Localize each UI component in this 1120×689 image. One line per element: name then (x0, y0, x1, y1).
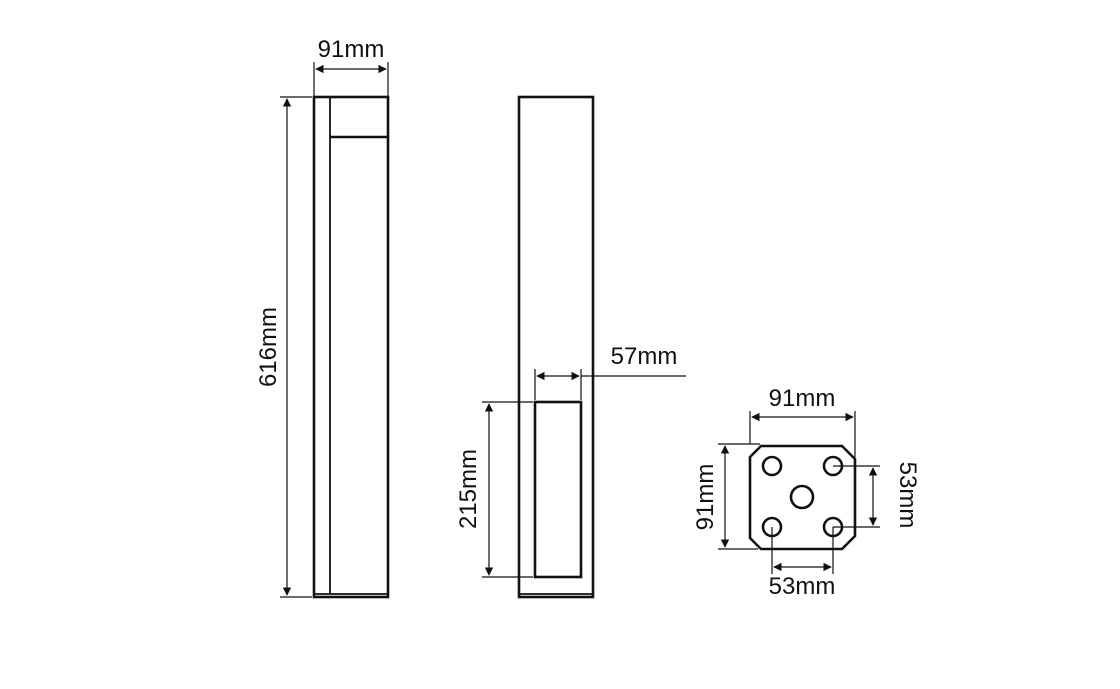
side-view-body (312, 95, 390, 599)
window-width-label: 57mm (611, 343, 678, 370)
base-plate-outline (748, 444, 857, 551)
side-width-label: 91mm (318, 36, 385, 63)
base-plate-view: 91mm 91mm 53mm 53mm (692, 385, 921, 600)
base-width-dimension: 91mm (749, 385, 856, 457)
base-width-label: 91mm (769, 385, 836, 412)
base-depth-label: 91mm (692, 464, 719, 531)
mount-hole-top-left (761, 455, 783, 477)
front-view-window (533, 400, 583, 579)
window-height-label: 215mm (455, 449, 482, 529)
center-cable-hole (789, 484, 815, 510)
front-view-body (517, 95, 595, 599)
hole-vertical-spacing-label: 53mm (894, 462, 921, 529)
base-depth-dimension: 91mm (692, 443, 760, 550)
side-width-dimension: 91mm (313, 36, 389, 96)
hole-vertical-spacing-dimension: 53mm (833, 462, 921, 529)
window-height-dimension: 215mm (455, 401, 533, 578)
window-width-dimension: 57mm (534, 343, 686, 400)
total-height-dimension: 616mm (255, 96, 312, 598)
hole-horizontal-spacing-dimension: 53mm (769, 527, 836, 600)
total-height-label: 616mm (255, 307, 282, 387)
front-view: 57mm 215mm (455, 95, 686, 599)
hole-horizontal-spacing-label: 53mm (769, 573, 836, 600)
side-view: 91mm 616mm (255, 36, 390, 599)
